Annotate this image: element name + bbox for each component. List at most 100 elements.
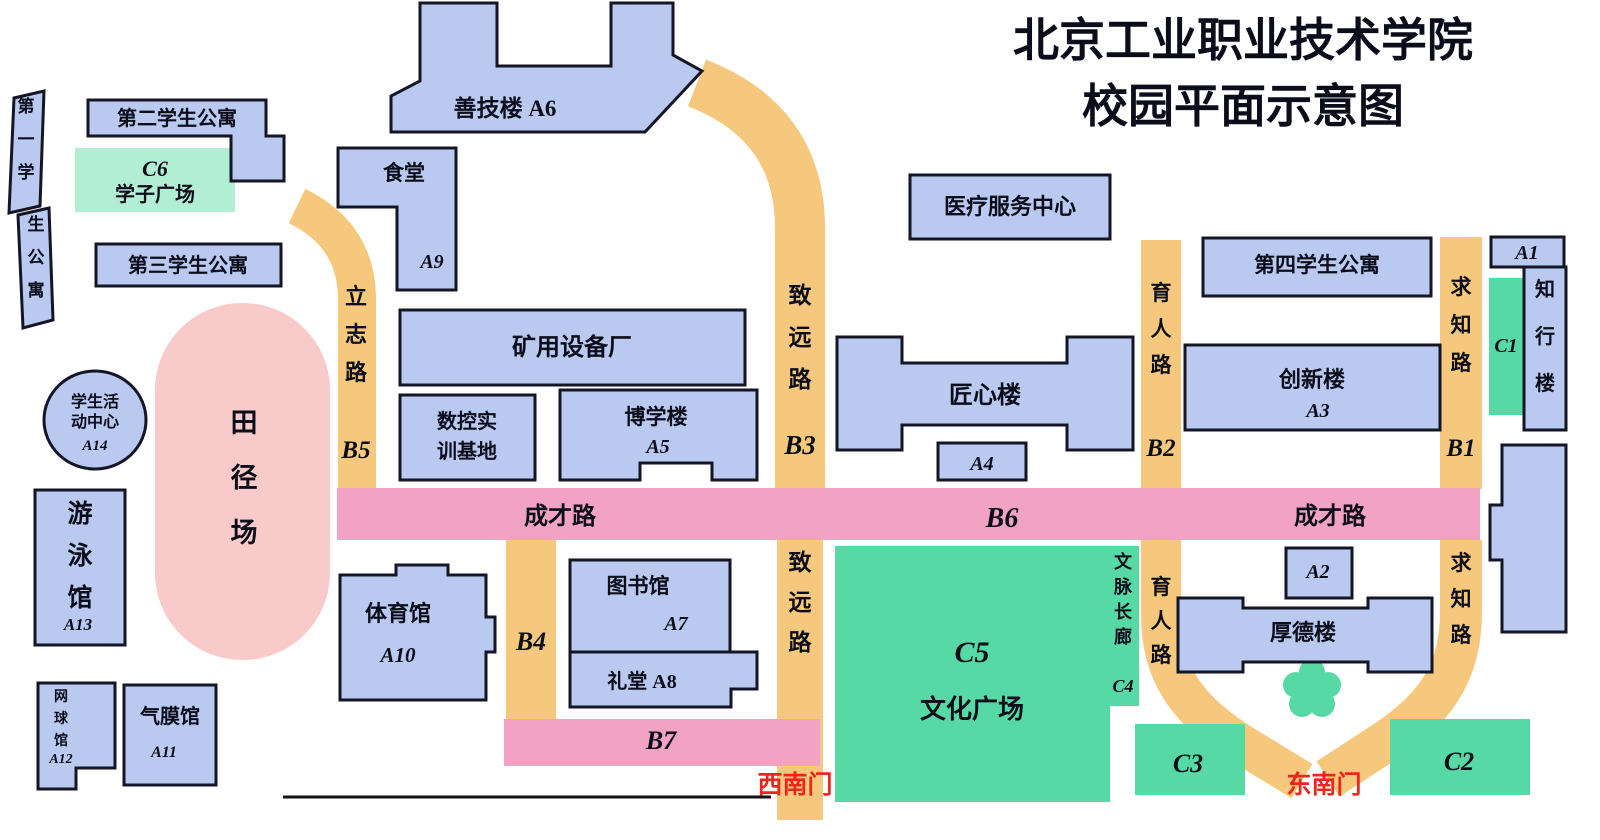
label-gym: 体育馆: [365, 601, 431, 626]
label-cnc-line2: 训基地: [437, 440, 497, 463]
label-mining: 矿用设备厂: [512, 333, 632, 361]
label-c6-code: C6: [142, 156, 168, 181]
label-activity-line1: 学生活: [71, 392, 119, 411]
label-canteen: 食堂: [383, 161, 425, 185]
label-library-code: A7: [662, 613, 688, 635]
area-c6-xuezi-plaza: [75, 148, 235, 212]
label-field: 田径场: [231, 408, 258, 548]
road-zhiyuan-b3-north: [687, 59, 825, 489]
label-c6-name: 学子广场: [115, 182, 195, 206]
road-chengcai-b6: [337, 488, 1480, 540]
building-cnc-training: [398, 393, 537, 482]
label-swim-code: A13: [63, 615, 93, 634]
label-road-chengcai-west: 成才路: [524, 502, 597, 530]
label-tennis-code: A12: [48, 752, 72, 767]
label-a2: A2: [1304, 561, 1329, 583]
building-jiangxin: [835, 335, 1135, 452]
label-a4: A4: [968, 453, 993, 475]
label-airdome-code: A11: [150, 744, 177, 761]
label-c5-name: 文化广场: [920, 694, 1024, 724]
label-road-b1: B1: [1445, 435, 1475, 462]
label-swim: 游泳馆: [67, 500, 93, 612]
building-chuangxin-a3: [1183, 343, 1442, 432]
label-dorm3: 第三学生公寓: [128, 253, 248, 277]
label-library: 图书馆: [607, 574, 670, 598]
label-medical: 医疗服务中心: [944, 194, 1076, 219]
label-road-yuren-north: 育人路: [1151, 281, 1173, 377]
building-shanji-a6: [389, 1, 705, 134]
label-road-chengcai-east: 成才路: [1294, 502, 1367, 530]
area-c2: [1390, 719, 1530, 795]
label-road-yuren-south: 育人路: [1151, 575, 1173, 667]
label-dorm4: 第四学生公寓: [1254, 253, 1380, 277]
label-road-zhiyuan-north: 致远路: [789, 282, 813, 392]
building-gym-a10: [338, 563, 497, 702]
building-dorm4: [1201, 236, 1433, 298]
label-airdome: 气膜馆: [139, 704, 200, 728]
building-a1: [1489, 235, 1566, 269]
label-a1: A1: [1513, 242, 1538, 264]
label-tennis: 网球馆: [54, 689, 69, 749]
label-shanji-a6: 善技楼 A6: [454, 95, 557, 121]
label-road-qiuzhi-south: 求知路: [1451, 551, 1473, 647]
label-c4-name: 文脉长廊: [1113, 551, 1133, 647]
flower-green-icon: [1283, 659, 1341, 717]
road-b7: [504, 719, 820, 766]
label-cnc-line1: 数控实: [437, 409, 497, 433]
label-gym-code: A10: [378, 643, 416, 667]
label-dorm1-top: 第一学: [18, 96, 35, 182]
label-chuangxin: 创新楼: [1278, 367, 1345, 392]
label-road-zhiyuan-south: 致远路: [789, 549, 813, 655]
label-hall-a8: 礼堂 A8: [607, 669, 676, 693]
label-road-lizhi: 立志路: [345, 284, 368, 385]
label-road-b4: B4: [515, 627, 546, 656]
area-c5-culture-plaza: [835, 546, 1110, 802]
label-jiangxin: 匠心楼: [949, 382, 1021, 409]
building-dorm3: [94, 242, 283, 288]
label-zhixing: 知行楼: [1534, 277, 1555, 395]
building-student-activity-center: [42, 369, 148, 471]
building-a2: [1284, 546, 1354, 600]
label-houde: 厚德楼: [1270, 620, 1336, 645]
label-road-b6: B6: [985, 503, 1019, 534]
road-lizhi-b5: [288, 188, 376, 489]
label-road-qiuzhi-north: 求知路: [1451, 275, 1473, 375]
label-road-b7: B7: [645, 726, 677, 755]
label-c4-code: C4: [1112, 676, 1133, 696]
label-activity-line2: 动中心: [71, 412, 119, 431]
label-road-b5: B5: [340, 437, 370, 464]
building-dorm1-upper: [7, 89, 46, 215]
area-c4-wenmai-corridor: [1107, 546, 1139, 706]
building-houde: [1176, 596, 1434, 674]
building-a4: [936, 441, 1028, 482]
label-chuangxin-code: A3: [1304, 400, 1329, 422]
athletic-field-shape: [155, 303, 330, 660]
area-c1: [1489, 278, 1523, 415]
building-dorm1-lower: [16, 206, 55, 330]
label-dorm2: 第二学生公寓: [117, 106, 237, 130]
building-mining-equipment: [398, 308, 747, 387]
label-c1-code: C1: [1494, 335, 1517, 357]
building-canteen-a9: [336, 146, 458, 292]
label-activity-code: A14: [81, 438, 108, 454]
building-medical-center: [908, 173, 1112, 241]
building-tennis-a12: [36, 681, 117, 791]
building-east-unnamed: [1488, 443, 1568, 634]
building-zhixing: [1522, 265, 1568, 432]
area-c3: [1135, 724, 1245, 795]
label-c3-code: C3: [1173, 749, 1203, 778]
building-boxue-a5: [558, 388, 759, 482]
building-library-a7: [568, 558, 732, 654]
gate-southeast-label: 东南门: [1286, 770, 1361, 799]
label-c2-code: C2: [1444, 747, 1474, 776]
label-road-b2: B2: [1145, 435, 1175, 462]
label-road-b3: B3: [783, 430, 816, 460]
building-hall-a8: [568, 650, 759, 709]
building-airdome-a11: [122, 683, 218, 787]
label-c5-code: C5: [954, 636, 989, 669]
gate-southwest-label: 西南门: [757, 770, 832, 799]
map-title-line2: 校园平面示意图: [1082, 81, 1404, 132]
map-title-line1: 北京工业职业技术学院: [1013, 15, 1473, 66]
